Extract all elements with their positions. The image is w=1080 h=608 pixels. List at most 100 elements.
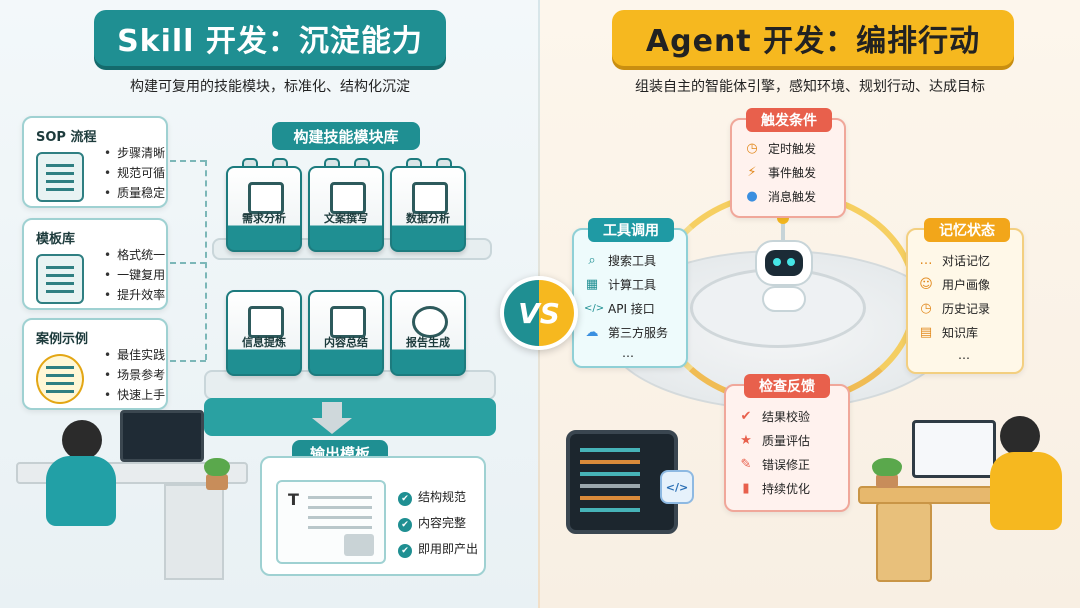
module-cube: 信息提炼 bbox=[226, 290, 302, 376]
summary-document-icon bbox=[330, 306, 366, 338]
connector-line bbox=[170, 262, 206, 264]
skill-subtitle: 构建可复用的技能模块，标准化、结构化沉淀 bbox=[130, 79, 410, 95]
laptop-screen bbox=[912, 420, 996, 478]
check-item: ✔ 结果校验 bbox=[738, 408, 810, 425]
chat-bubble-icon: ● bbox=[746, 189, 758, 204]
user-profile-icon: ☺ bbox=[919, 277, 933, 292]
monitor bbox=[120, 410, 204, 462]
check-card-title: 检查反馈 bbox=[744, 374, 830, 398]
output-check-item: 内容完整 bbox=[398, 514, 466, 532]
sop-item: 规范可循 bbox=[104, 164, 165, 181]
module-cube: 需求分析 bbox=[226, 158, 302, 252]
module-library-label: 构建技能模块库 bbox=[272, 122, 420, 150]
plant-pot bbox=[876, 474, 898, 488]
robot-face bbox=[765, 250, 803, 276]
module-cube: 内容总结 bbox=[308, 290, 384, 376]
module-cube: 文案撰写 bbox=[308, 158, 384, 252]
sop-card: SOP 流程 步骤清晰 规范可循 质量稳定 bbox=[22, 116, 168, 208]
module-label: 数据分析 bbox=[406, 212, 450, 225]
plant-icon bbox=[872, 458, 902, 476]
lightbulb-icon bbox=[36, 354, 84, 404]
trigger-card: 触发条件 ◷ 定时触发 ⚡ 事件触发 ● 消息触发 bbox=[730, 108, 846, 218]
module-label: 需求分析 bbox=[242, 212, 286, 225]
template-item: 格式统一 bbox=[104, 246, 165, 263]
tool-item: ▦ 计算工具 bbox=[585, 277, 657, 292]
template-card-title: 模板库 bbox=[36, 232, 76, 247]
memory-more: … bbox=[958, 348, 970, 362]
memory-item: ☺ 用户画像 bbox=[919, 277, 991, 292]
shield-check-icon: ✔ bbox=[740, 409, 752, 424]
tools-card-title: 工具调用 bbox=[588, 218, 674, 242]
image-icon bbox=[344, 534, 374, 556]
document-list-icon bbox=[248, 182, 284, 214]
funnel-icon bbox=[248, 306, 284, 338]
case-card-title: 案例示例 bbox=[36, 332, 89, 347]
trigger-card-title: 触发条件 bbox=[746, 108, 832, 132]
plant-pot bbox=[206, 474, 228, 490]
clock-icon: ◷ bbox=[746, 141, 758, 156]
search-icon: ⌕ bbox=[588, 253, 596, 268]
clipboard-checklist-icon bbox=[36, 152, 84, 202]
tools-more: … bbox=[622, 346, 634, 360]
developer-body bbox=[46, 456, 116, 526]
check-item: ★ 质量评估 bbox=[738, 432, 810, 449]
tool-item: ☁ 第三方服务 bbox=[585, 325, 669, 340]
module-label: 文案撰写 bbox=[324, 212, 368, 225]
template-item: 一键复用 bbox=[104, 266, 165, 283]
code-icon: </> bbox=[584, 303, 605, 314]
check-item: ✎ 错误修正 bbox=[738, 456, 810, 473]
tool-item: ⌕ 搜索工具 bbox=[584, 252, 656, 269]
connector-line bbox=[170, 160, 206, 162]
tool-item: </> API 接口 bbox=[584, 302, 655, 316]
cube-stud bbox=[324, 158, 340, 168]
case-item: 场景参考 bbox=[104, 366, 165, 383]
memory-item: … 对话记忆 bbox=[919, 253, 991, 268]
cube-stud bbox=[436, 158, 452, 168]
calculator-icon: ▦ bbox=[585, 277, 599, 292]
case-example-card: 案例示例 最佳实践 场景参考 快速上手 bbox=[22, 318, 168, 410]
code-badge-icon: </> bbox=[660, 470, 694, 504]
template-document-icon: T bbox=[276, 480, 386, 564]
robot-body bbox=[762, 286, 806, 312]
memory-card-title: 记忆状态 bbox=[924, 218, 1010, 242]
memory-item: ◷ 历史记录 bbox=[918, 300, 990, 317]
sop-card-title: SOP 流程 bbox=[36, 130, 97, 145]
developer-body bbox=[990, 452, 1062, 530]
arrow-down-icon bbox=[322, 402, 342, 420]
module-label: 报告生成 bbox=[406, 336, 450, 349]
robot-head bbox=[755, 240, 813, 286]
chat-dots-icon: … bbox=[919, 253, 933, 268]
cube-stud bbox=[354, 158, 370, 168]
developer-head bbox=[62, 420, 102, 460]
pie-chart-icon bbox=[412, 306, 448, 338]
bar-chart-icon bbox=[412, 182, 448, 214]
skill-title: Skill 开发：沉淀能力 bbox=[94, 10, 446, 66]
connector-line bbox=[170, 360, 206, 362]
code-tablet bbox=[566, 430, 678, 534]
book-icon: ▤ bbox=[919, 325, 933, 340]
code-lines bbox=[580, 448, 640, 452]
output-check-item: 即用即产出 bbox=[398, 540, 478, 558]
module-label: 内容总结 bbox=[324, 336, 368, 349]
cube-stud bbox=[406, 158, 422, 168]
memory-card: 记忆状态 … 对话记忆 ☺ 用户画像 ◷ 历史记录 ▤ 知识库 … bbox=[906, 218, 1024, 374]
check-feedback-card: 检查反馈 ✔ 结果校验 ★ 质量评估 ✎ 错误修正 ▮ 持续优化 bbox=[724, 374, 850, 512]
developer-head bbox=[1000, 416, 1040, 456]
trigger-item: ◷ 定时触发 bbox=[744, 140, 816, 157]
robot-antenna bbox=[781, 218, 785, 240]
check-item: ▮ 持续优化 bbox=[738, 480, 810, 497]
history-clock-icon: ◷ bbox=[920, 301, 932, 316]
bar-chart-icon: ▮ bbox=[742, 481, 750, 496]
module-cube: 报告生成 bbox=[390, 290, 466, 376]
lightning-icon: ⚡ bbox=[747, 165, 757, 180]
robot-eye bbox=[787, 258, 795, 266]
agent-subtitle: 组装自主的智能体引擎，感知环境、规划行动、达成目标 bbox=[635, 79, 985, 95]
cube-stud bbox=[272, 158, 288, 168]
pen-document-icon bbox=[330, 182, 366, 214]
template-library-card: 模板库 格式统一 一键复用 提升效率 bbox=[22, 218, 168, 310]
robot-eye bbox=[773, 258, 781, 266]
star-icon: ★ bbox=[740, 433, 752, 448]
tools-card: 工具调用 ⌕ 搜索工具 ▦ 计算工具 </> API 接口 ☁ 第三方服务 … bbox=[572, 218, 688, 368]
vs-badge: VS bbox=[500, 276, 578, 350]
sop-item: 步骤清晰 bbox=[104, 144, 165, 161]
